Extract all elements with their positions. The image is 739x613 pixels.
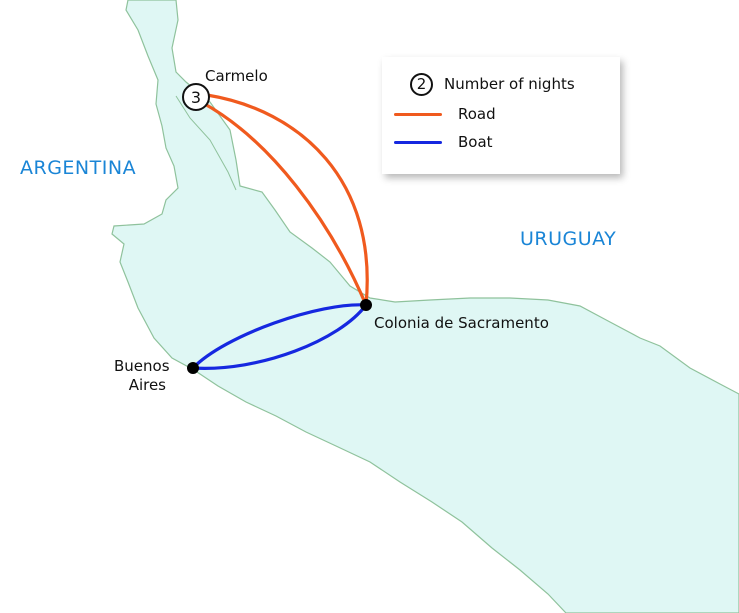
carmelo-nights-count: 3 [191,88,201,107]
legend-row-road: Road [394,101,496,127]
place-label-colonia: Colonia de Sacramento [374,314,549,332]
place-label-buenos-aires-line2: Aires [128,376,166,394]
colonia-dot [360,299,372,311]
nights-badge-icon: 2 [410,72,433,96]
legend-row-nights: 2 Number of nights [394,71,575,97]
legend-road-label: Road [458,105,496,123]
delta-island [175,95,237,191]
place-label-buenos-aires-line1: Buenos [114,357,170,375]
road-line-swatch [394,112,442,116]
carmelo-nights-marker [182,83,210,111]
boat-line-swatch [394,140,442,144]
map-legend: 2 Number of nights Road Boat [382,57,620,174]
boat-route-lower [192,304,368,370]
place-label-carmelo: Carmelo [205,67,268,85]
place-label-buenos-aires: Buenos Aires [114,357,170,395]
road-route-inner [202,101,368,306]
road-route-outer [206,93,369,306]
river-water [111,0,739,613]
legend-boat-label: Boat [458,133,493,151]
country-label-argentina: ARGENTINA [20,157,137,179]
buenos-aires-dot [187,362,199,374]
legend-row-boat: Boat [394,129,493,155]
country-label-uruguay: URUGUAY [520,228,617,250]
boat-route-upper [191,303,367,370]
legend-nights-label: Number of nights [444,75,575,93]
